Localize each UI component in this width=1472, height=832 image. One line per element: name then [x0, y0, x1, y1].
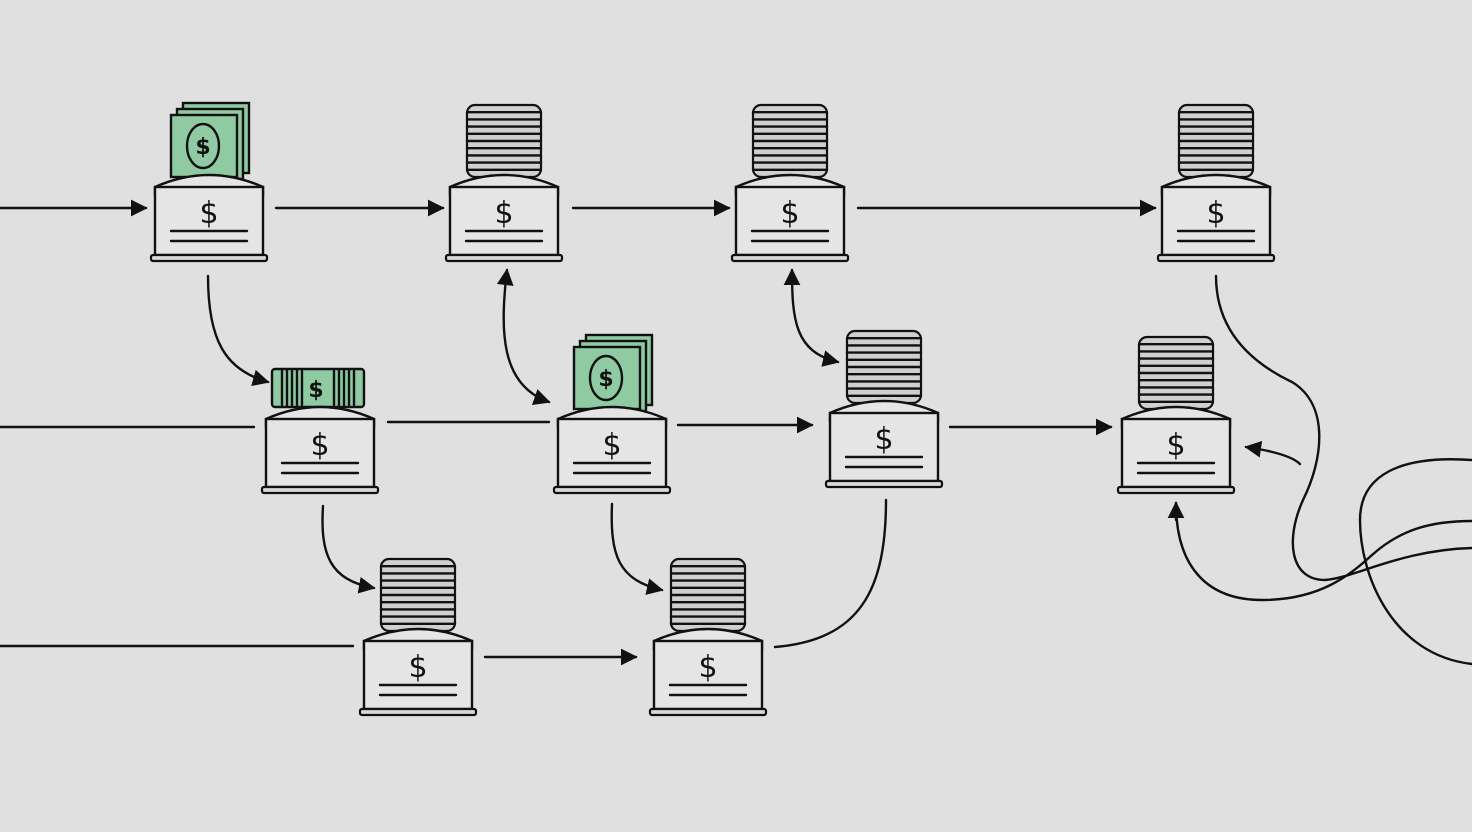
- flow-arrow: [496, 268, 551, 405]
- dollar-sign-icon: $: [310, 428, 329, 463]
- dollar-sign-icon: $: [195, 135, 210, 160]
- coin-stack-icon: [1137, 335, 1215, 411]
- dollar-sign-icon: $: [199, 196, 218, 231]
- cash-register-icon: $$: [552, 333, 672, 495]
- dollar-sign-icon: $: [494, 196, 513, 231]
- dollar-sign-icon: $: [598, 367, 613, 392]
- cash-register-icon: $: [730, 103, 850, 263]
- flow-arrow: [783, 268, 840, 367]
- cash-register-icon: $: [444, 103, 564, 263]
- coin-stack-icon: [845, 329, 923, 405]
- cash-register-icon: $: [824, 329, 944, 489]
- cash-register-icon: $$: [149, 101, 269, 263]
- cash-register-icon: $: [1116, 335, 1236, 495]
- coin-stack-icon: [669, 557, 747, 633]
- coin-stack-icon: [751, 103, 829, 179]
- flow-line: [1214, 274, 1472, 582]
- flow-connections: [0, 199, 1472, 666]
- dollar-sign-icon: $: [602, 428, 621, 463]
- dollar-sign-icon: $: [1206, 196, 1225, 231]
- flow-arrow: [610, 502, 664, 595]
- dollar-sign-icon: $: [1166, 428, 1185, 463]
- coin-stack-icon: [465, 103, 543, 179]
- cash-register-icon: $: [648, 557, 768, 717]
- flow-arrow: [206, 274, 270, 387]
- coin-stack-icon: [379, 557, 457, 633]
- dollar-sign-icon: $: [874, 422, 893, 457]
- cash-register-icon: $: [358, 557, 478, 717]
- flow-line: [1358, 458, 1472, 666]
- banknote-stack-icon: $: [572, 333, 654, 413]
- dollar-sign-icon: $: [408, 650, 427, 685]
- cash-register-icon: $: [1156, 103, 1276, 263]
- flow-arrow: [1174, 501, 1472, 602]
- banknote-stack-icon: $: [169, 101, 251, 181]
- flow-arrow: [321, 504, 376, 594]
- dollar-sign-icon: $: [698, 650, 717, 685]
- dollar-sign-icon: $: [308, 378, 323, 403]
- flow-line: [773, 498, 888, 649]
- flow-arrow: [1244, 440, 1302, 466]
- cash-register-icon: $$: [260, 367, 380, 495]
- banknote-stack-icon: $: [270, 367, 366, 409]
- register-nodes: $$$$$$$$$$$$$: [149, 101, 1276, 717]
- coin-stack-icon: [1177, 103, 1255, 179]
- dollar-sign-icon: $: [780, 196, 799, 231]
